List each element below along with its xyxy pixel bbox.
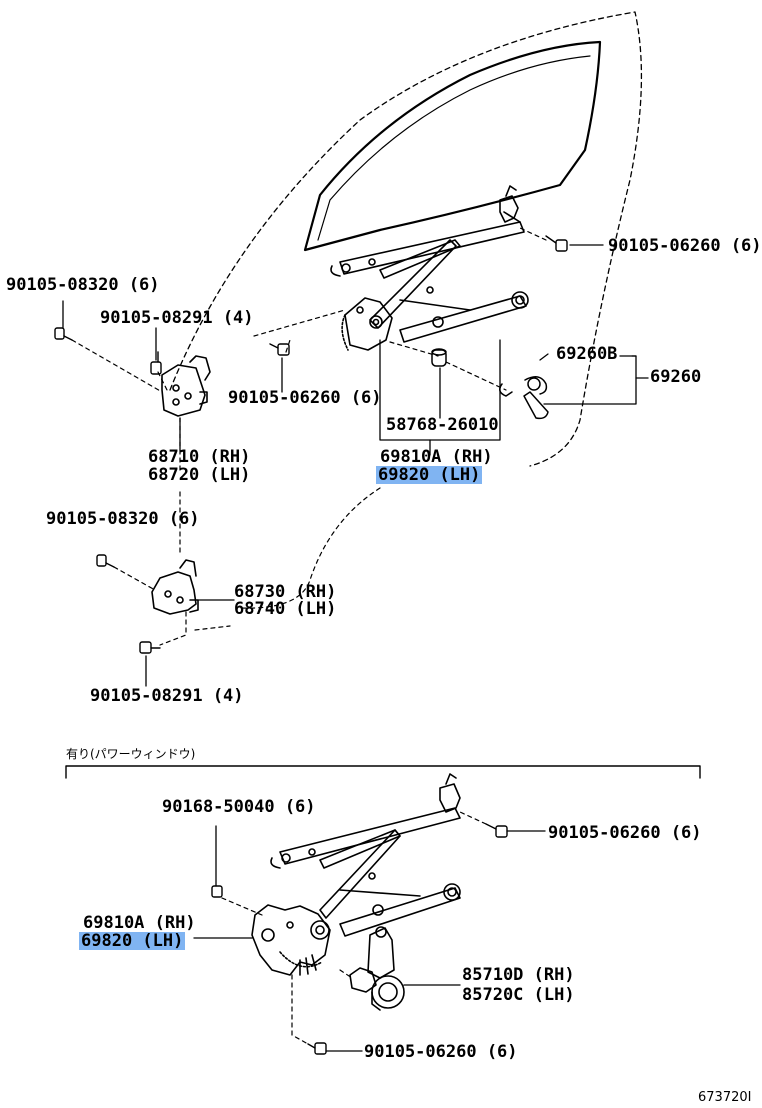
label-regulator-69810a-upper: 69810A (RH) [380, 447, 493, 467]
cushion-58768 [431, 348, 447, 367]
label-bolt-90105-06260-bottom: 90105-06260 (6) [364, 1042, 518, 1062]
window-motor [349, 926, 405, 1011]
label-handle-69260b: 69260B [556, 344, 618, 364]
label-regulator-69810a-lower: 69810A (RH) [83, 913, 196, 933]
bolt-icons-lower [211, 823, 508, 1055]
window-handle [499, 376, 549, 420]
section-title-power-window: 有り(パワーウィンドウ) [66, 747, 196, 761]
label-motor-85710d: 85710D (RH) [462, 965, 575, 985]
label-bolt-90105-08320-lower: 90105-08320 (6) [46, 509, 200, 529]
label-motor-85720c: 85720C (LH) [462, 985, 575, 1005]
solid-leaders-lower [193, 825, 546, 1052]
label-hinge-68730: 68730 (RH) [234, 582, 337, 602]
label-cushion-58768: 58768-26010 [386, 415, 499, 435]
label-hinge-68710: 68710 (RH) [148, 447, 251, 467]
label-bolt-90105-08291-upper: 90105-08291 (4) [100, 308, 254, 328]
section-bracket [65, 765, 701, 779]
window-glass-inner [317, 55, 591, 241]
label-bolt-90168-50040: 90168-50040 (6) [162, 797, 316, 817]
solid-leaders-upper [62, 244, 649, 687]
regulator-manual [330, 185, 529, 351]
label-bolt-90105-08291-lower: 90105-08291 (4) [90, 686, 244, 706]
label-bolt-90105-06260-mid: 90105-06260 (6) [228, 388, 382, 408]
label-bolt-90105-06260-right: 90105-06260 (6) [608, 236, 762, 256]
regulator-power [251, 773, 461, 976]
door-outline [169, 11, 643, 467]
label-regulator-69820-lower[interactable]: 69820 (LH) [79, 931, 186, 951]
label-regulator-69820-upper[interactable]: 69820 (LH) [376, 465, 483, 485]
window-glass [303, 40, 602, 252]
label-hinge-68720: 68720 (LH) [148, 465, 251, 485]
figure-reference-code: 673720I [698, 1090, 752, 1105]
label-hinge-68740: 68740 (LH) [234, 599, 337, 619]
hinge-lower [151, 559, 199, 615]
label-handle-69260: 69260 [650, 367, 702, 387]
label-bolt-90105-06260-lower-right: 90105-06260 (6) [548, 823, 702, 843]
label-bolt-90105-08320-upper: 90105-08320 (6) [6, 275, 160, 295]
leader-lines-lower [221, 811, 487, 1045]
bolt-icons-upper [54, 235, 568, 654]
hinge-upper [161, 355, 211, 417]
